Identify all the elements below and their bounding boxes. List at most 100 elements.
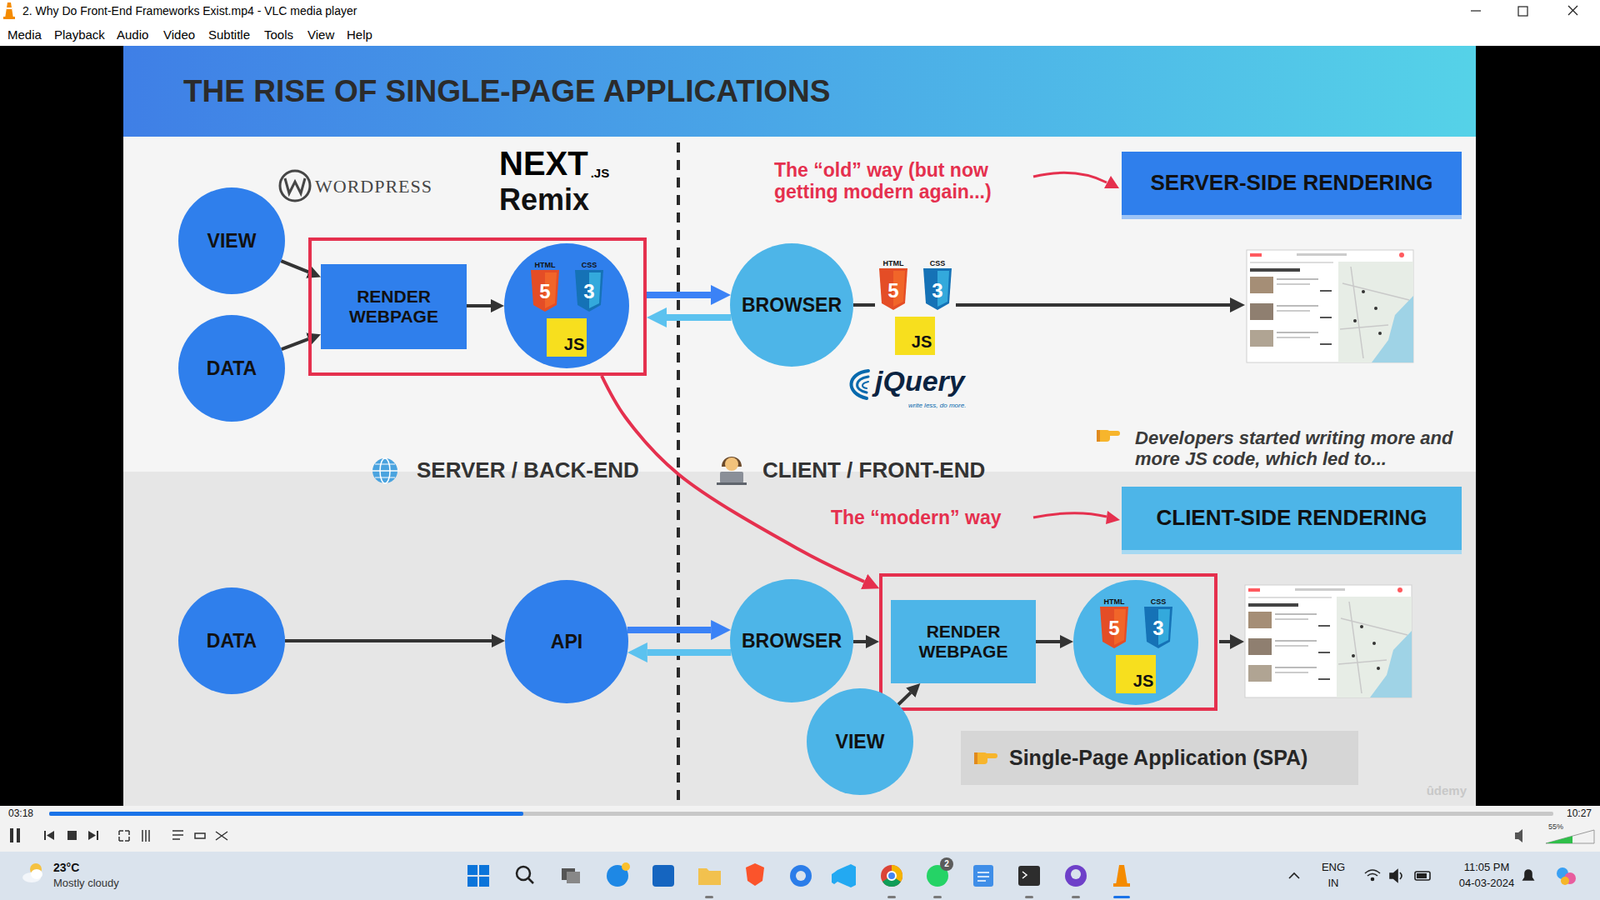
clock: 04-03-2024: [1459, 877, 1515, 890]
circle-shape: [806, 688, 914, 795]
slide-header: [123, 45, 1476, 137]
web-icons: [879, 268, 952, 355]
taskbar-icons: [795, 870, 806, 881]
node-label: CLIENT-SIDE RENDERING: [1155, 505, 1427, 531]
badge-count: 2: [944, 859, 950, 870]
node-label: Single-Page Application (SPA): [1009, 745, 1308, 770]
developer-icon: [725, 457, 739, 471]
taskbar-icons: [1115, 865, 1128, 885]
tray-icons: [1365, 870, 1380, 876]
icon-text: 5: [539, 280, 550, 304]
output-arrow: [853, 303, 875, 307]
connector-arrow: [280, 260, 309, 272]
tray-icons: [1390, 870, 1398, 882]
player-buttons: [88, 830, 96, 840]
connector-arrow: [466, 304, 491, 308]
callout-arrow-head: [1104, 175, 1120, 189]
logo-text: Remix: [499, 182, 590, 217]
tray-icons: [1415, 871, 1430, 880]
window-controls: [1470, 5, 1578, 16]
browser-circle: BROWSER: [730, 579, 854, 703]
window-title: 2. Why Do Front-End Frameworks Exist.mp4…: [22, 4, 357, 18]
vlc-icon: [3, 16, 15, 20]
pointing-hand: [1096, 430, 1120, 442]
menu-item: Audio: [116, 27, 149, 42]
tray-icons: [1523, 870, 1534, 880]
time-elapsed: 03:18: [8, 808, 34, 820]
player-buttons: [16, 828, 20, 843]
node-label: VIEW: [835, 730, 885, 753]
connector-group: [280, 260, 1060, 705]
taskbar-icons: [1065, 865, 1087, 887]
player-buttons: [44, 830, 46, 840]
menu-item: View: [307, 27, 335, 42]
taskbar-icons: [479, 865, 490, 875]
logo-text: .JS: [590, 165, 610, 180]
player-buttons: [67, 830, 77, 840]
connector-arrow: [627, 626, 711, 634]
web-logo-shape: [546, 318, 587, 357]
note-box: Single-Page Application (SPA): [960, 730, 1359, 785]
connector-arrow: [898, 692, 911, 705]
taskbar-icons: [1070, 869, 1081, 880]
player-buttons: [215, 831, 228, 840]
taskbar-icons: [516, 866, 530, 880]
icon-text: 3: [583, 280, 595, 304]
process-box: RENDER WEBPAGE: [320, 264, 467, 350]
title-bar: [0, 0, 1600, 46]
globe-icon: [372, 470, 398, 472]
wordpress-logo: [280, 170, 310, 201]
logo-text: jQuery: [875, 365, 965, 398]
slide-bottom-ground: [123, 471, 1476, 806]
taskbar-icons: [887, 895, 896, 899]
website-screenshot: [1246, 250, 1414, 363]
slide-title: THE RISE OF SINGLE-PAGE APPLICATIONS: [183, 74, 830, 110]
taskbar-icons: [790, 865, 812, 887]
seek-progress: [49, 811, 524, 816]
watermark: ûdemy: [1426, 783, 1467, 798]
callout-arrow-head: [1105, 510, 1120, 525]
tray-icons: [1400, 872, 1402, 880]
taskbar-icons: [977, 872, 990, 881]
heading-box: SERVER-SIDE RENDERING: [1121, 151, 1462, 215]
jquery-swirl: [850, 370, 869, 399]
tray-text: ENG: [1321, 861, 1345, 875]
icon-text: 5: [1108, 616, 1120, 640]
icon-text: 3: [931, 279, 943, 303]
section-label: CLIENT / FRONT-END: [762, 458, 985, 484]
icon-text: 3: [1152, 616, 1164, 640]
logo-tagline: write less, do more.: [908, 401, 966, 410]
window-controls: [1568, 5, 1578, 15]
copilot-icon: [1556, 867, 1576, 885]
wordpress-logo: [285, 178, 305, 194]
web-icons: [923, 268, 952, 310]
vlc-icon: [3, 2, 15, 20]
copilot-icon: [1560, 876, 1570, 885]
taskbar-icons: [467, 876, 478, 887]
circle-shape: [1073, 580, 1199, 705]
pointing-hand: [1096, 430, 1100, 442]
web-logo-shape: [1100, 606, 1129, 649]
output-arrow-head: [1230, 634, 1245, 650]
circle-shape: [178, 315, 285, 422]
taskbar-icons: [973, 865, 994, 887]
globe-icon: [372, 458, 398, 484]
web-icons: [895, 316, 935, 355]
circle-shape: [178, 587, 285, 695]
circle-shape: [178, 187, 285, 295]
taskbar-icons: [1022, 871, 1027, 879]
taskbar-icons: [528, 878, 534, 884]
icon-text: CSS: [1150, 597, 1167, 606]
annotation: The “old” way (but now getting modern ag…: [774, 159, 1025, 204]
taskbar-icons: [1071, 895, 1080, 899]
jquery-swirl: [850, 370, 869, 399]
icon-text: JS: [564, 335, 585, 355]
connector-arrow: [285, 639, 492, 643]
data-circle: DATA: [178, 315, 285, 422]
taskbar-icons: [566, 871, 580, 884]
tray-icons: [1289, 873, 1300, 879]
taskbar-icons: [1113, 895, 1130, 899]
callout-arrow: [1033, 513, 1107, 518]
circle-shape: [730, 579, 854, 703]
